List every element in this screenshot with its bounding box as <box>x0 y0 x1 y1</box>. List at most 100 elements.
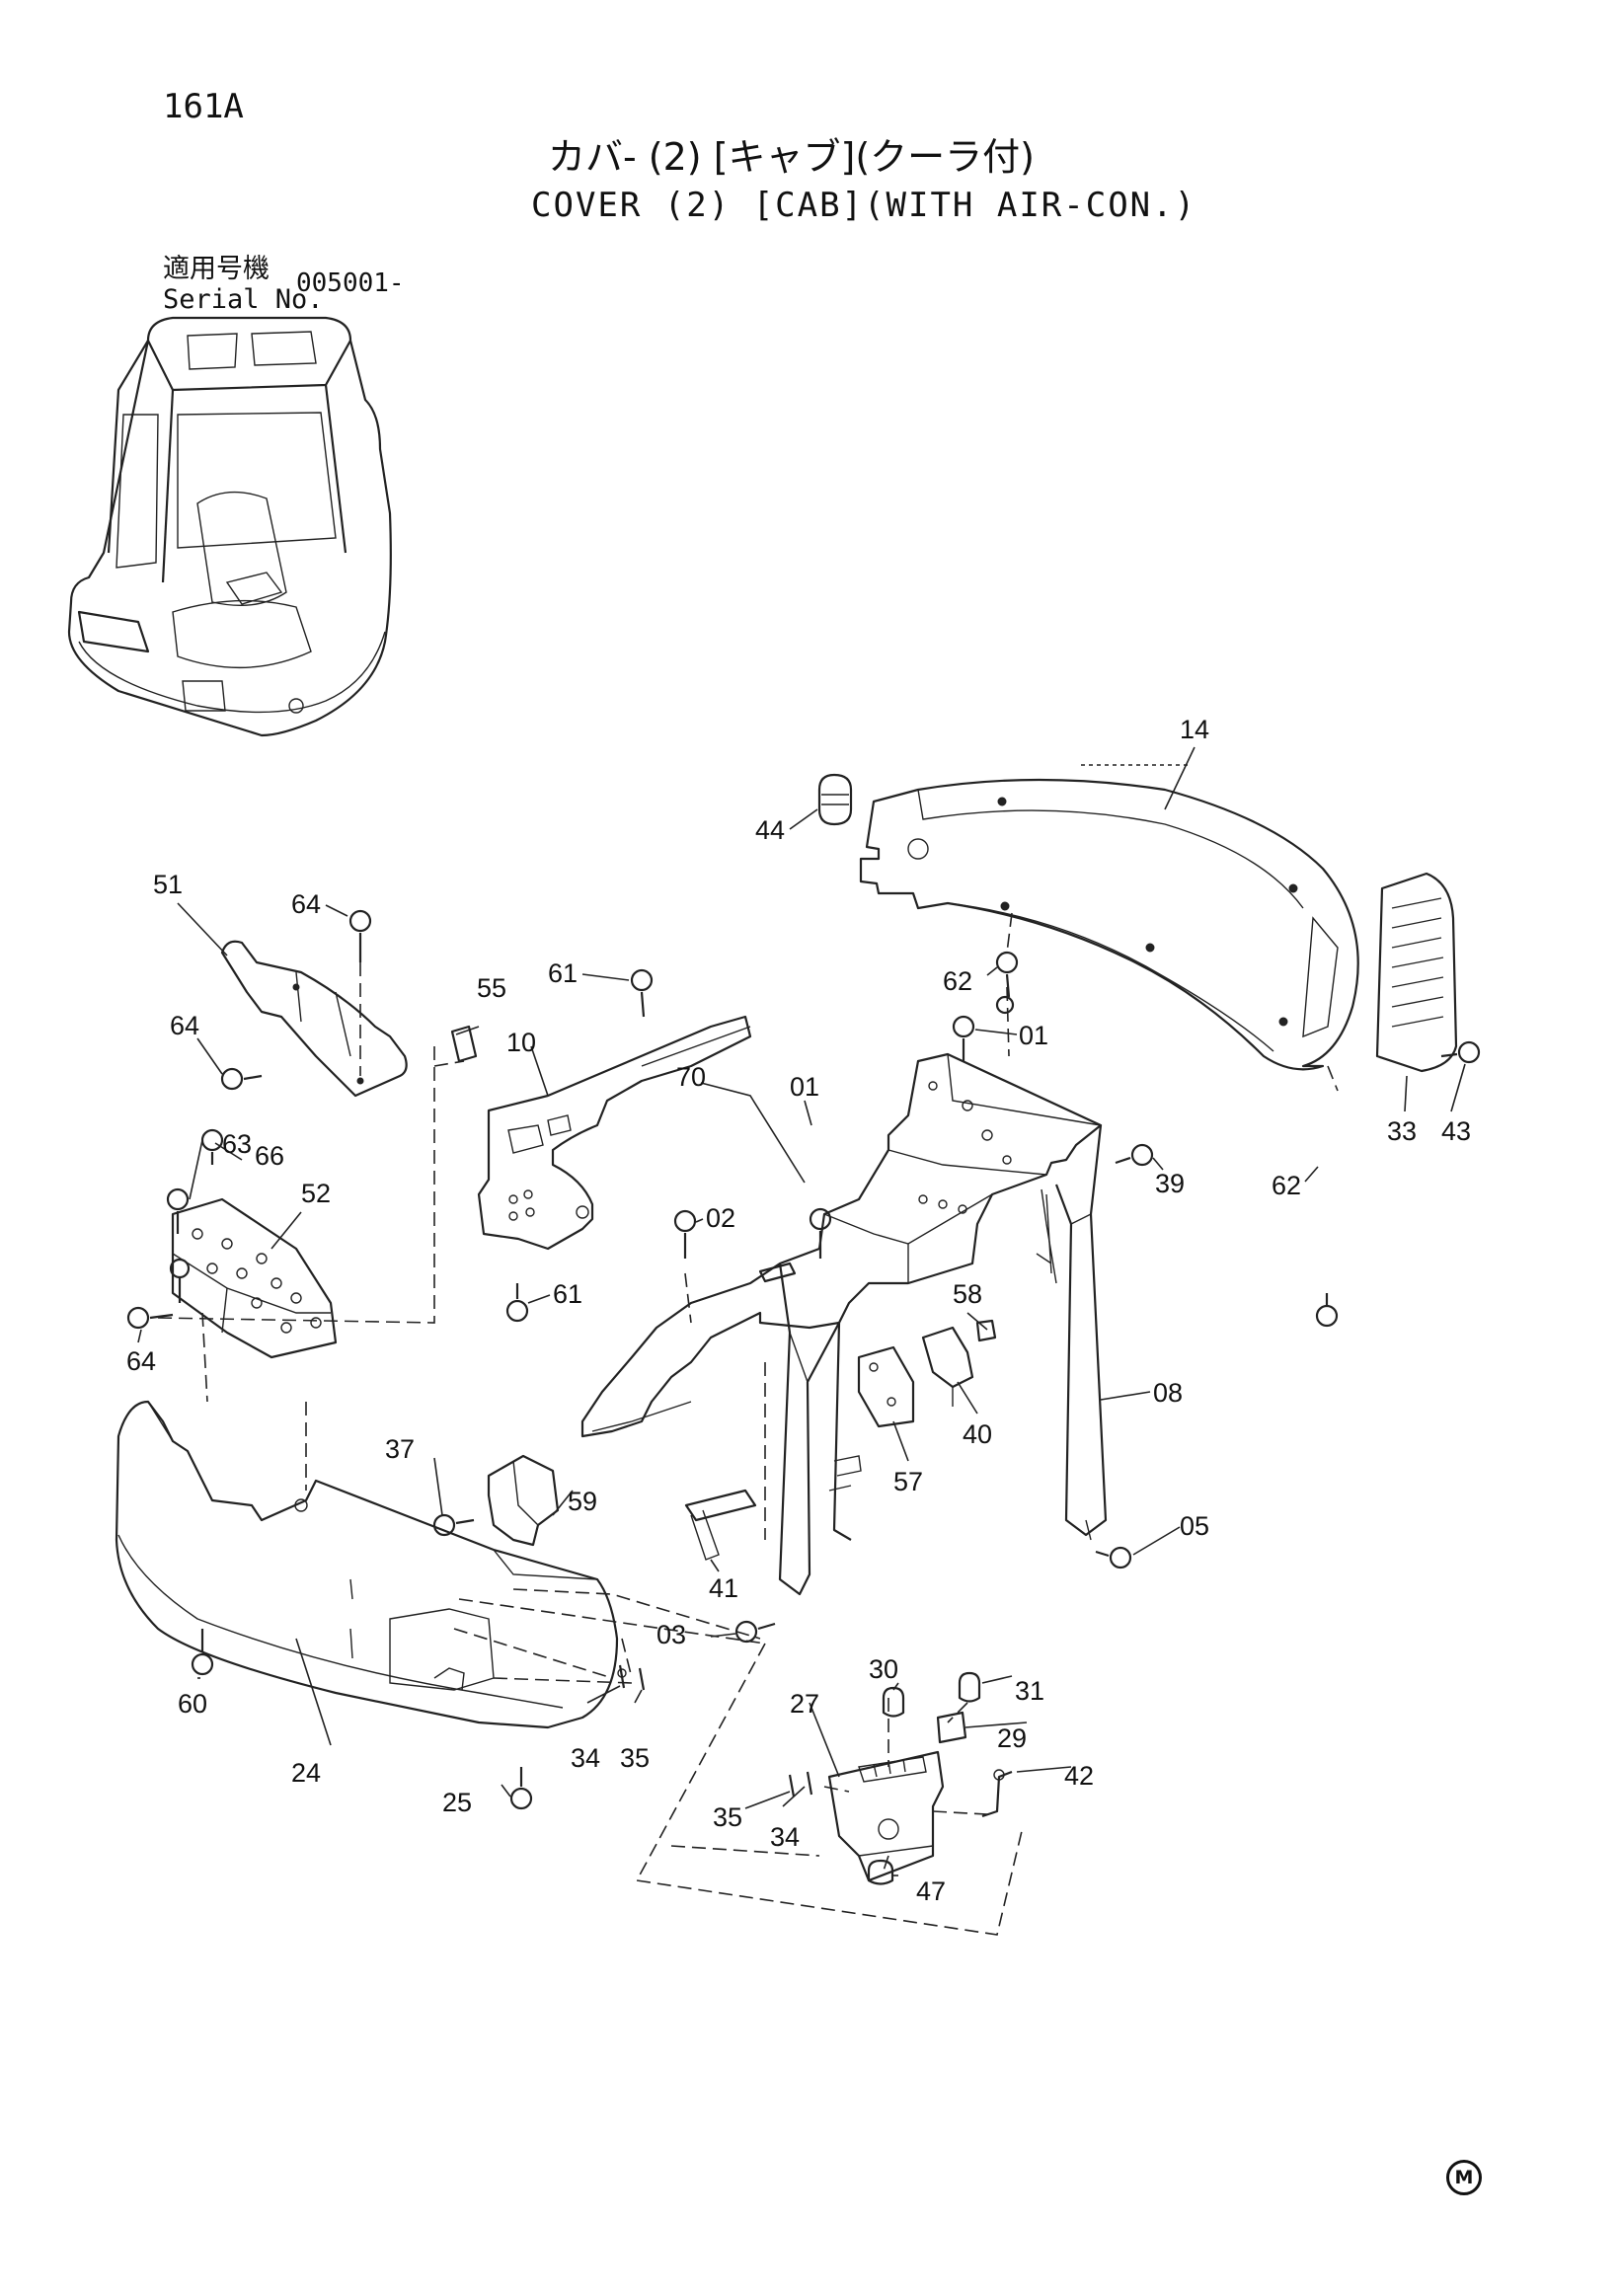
callout-37: 37 <box>385 1434 415 1464</box>
bolt-icon <box>952 1015 975 1061</box>
callout-55: 55 <box>477 973 506 1003</box>
bolt-icon <box>630 968 654 1018</box>
page-code: 161A <box>163 87 244 126</box>
part-grommet-47 <box>867 1859 894 1885</box>
callout-03: 03 <box>656 1620 686 1649</box>
bolt-icon <box>1095 1546 1132 1569</box>
callout-05: 05 <box>1180 1511 1209 1541</box>
part-nut-30 <box>882 1686 905 1718</box>
part-bolt-58 <box>975 1319 997 1342</box>
callout-51: 51 <box>153 870 183 899</box>
bolt-icon <box>432 1513 475 1537</box>
callout-30: 30 <box>869 1654 898 1684</box>
part-plate-41 <box>684 1489 757 1561</box>
assembly-dashed-lines <box>157 912 1339 1936</box>
bolt-icon <box>200 1128 224 1165</box>
callout-62: 62 <box>1272 1171 1301 1200</box>
callout-41: 41 <box>709 1573 738 1603</box>
callout-63: 63 <box>222 1129 252 1159</box>
part-nut-31 <box>958 1671 981 1703</box>
part-main-frame-08 <box>580 1052 1108 1596</box>
callout-35: 35 <box>620 1743 650 1773</box>
part-grommet-44 <box>817 773 853 826</box>
bolt-icon <box>220 1067 263 1091</box>
callout-08: 08 <box>1153 1378 1183 1408</box>
callout-59: 59 <box>568 1487 597 1516</box>
serial-number-value: 005001- <box>296 268 405 298</box>
page-mark-circle: M <box>1446 2160 1482 2195</box>
callout-40: 40 <box>963 1419 992 1449</box>
callout-61: 61 <box>548 958 578 988</box>
callout-01: 01 <box>790 1072 819 1102</box>
bolt-icon <box>995 995 1015 1015</box>
part-grille-33 <box>1375 872 1458 1073</box>
bolt-icon <box>673 1209 697 1259</box>
part-rod-42 <box>981 1769 1013 1818</box>
callout-64: 64 <box>291 889 321 919</box>
part-bracket-40 <box>921 1326 974 1407</box>
bolt-icon <box>166 1187 190 1234</box>
part-bracket-59 <box>487 1454 560 1547</box>
serial-label-japanese: 適用号機 <box>163 254 270 284</box>
callout-labels: 14 44 51 64 61 55 62 01 64 10 63 66 52 7… <box>126 715 1471 1906</box>
callout-14: 14 <box>1180 715 1209 744</box>
bolt-icon <box>505 1283 529 1323</box>
bolt-icon <box>191 1629 214 1676</box>
callout-62: 62 <box>943 966 972 996</box>
callout-60: 60 <box>178 1689 207 1719</box>
callout-27: 27 <box>790 1689 819 1719</box>
part-hinge-29 <box>936 1711 967 1744</box>
part-key-70 <box>758 1262 797 1283</box>
callout-39: 39 <box>1155 1169 1185 1198</box>
callout-02: 02 <box>706 1203 735 1233</box>
bolt-icon <box>169 1258 191 1303</box>
bolt-icons <box>126 909 1481 1810</box>
bolt-icon <box>1440 1040 1481 1064</box>
bolt-icon <box>348 909 372 962</box>
bolt-icon <box>809 1207 832 1259</box>
cab-overview-illustration <box>67 316 392 737</box>
callout-47: 47 <box>916 1876 946 1906</box>
callout-70: 70 <box>676 1062 706 1092</box>
part-clip-55 <box>450 1025 478 1063</box>
bolt-icon <box>734 1620 776 1644</box>
callout-61: 61 <box>553 1279 582 1309</box>
callout-24: 24 <box>291 1758 321 1788</box>
bolt-icon <box>509 1767 533 1810</box>
callout-52: 52 <box>301 1179 331 1208</box>
serial-label-english: Serial No. <box>163 284 324 315</box>
callout-64: 64 <box>170 1011 199 1040</box>
callout-35: 35 <box>713 1802 742 1832</box>
part-pins-34-35 <box>617 1664 813 1798</box>
callout-58: 58 <box>953 1279 982 1309</box>
callout-10: 10 <box>506 1028 536 1057</box>
part-front-cover-24 <box>115 1400 619 1729</box>
callout-34: 34 <box>571 1743 600 1773</box>
part-bracket-51 <box>220 940 408 1098</box>
part-step-52 <box>171 1197 338 1359</box>
title-japanese: カバ- (2) [キャブ](クーラ付) <box>548 135 1035 179</box>
callout-01: 01 <box>1019 1021 1048 1050</box>
callout-57: 57 <box>893 1467 923 1496</box>
part-bracket-57 <box>857 1345 915 1428</box>
callout-42: 42 <box>1064 1761 1094 1791</box>
callout-33: 33 <box>1387 1116 1417 1146</box>
part-subassembly-27 <box>827 1750 945 1882</box>
callout-25: 25 <box>442 1788 472 1817</box>
callout-43: 43 <box>1441 1116 1471 1146</box>
callout-29: 29 <box>997 1723 1027 1753</box>
bolt-icon <box>126 1306 174 1330</box>
callout-64: 64 <box>126 1346 156 1376</box>
callout-44: 44 <box>755 815 785 845</box>
part-side-plate-10 <box>477 1015 752 1251</box>
leader-lines <box>137 746 1466 1876</box>
callout-34: 34 <box>770 1822 800 1852</box>
callout-66: 66 <box>255 1141 284 1171</box>
bolt-icon <box>1315 1293 1339 1328</box>
callout-31: 31 <box>1015 1676 1044 1706</box>
bolt-icon <box>995 951 1019 998</box>
title-english: COVER (2) [CAB](WITH AIR-CON.) <box>531 186 1197 225</box>
part-rear-cover-14 <box>859 764 1359 1071</box>
bolt-icon <box>1115 1143 1154 1167</box>
